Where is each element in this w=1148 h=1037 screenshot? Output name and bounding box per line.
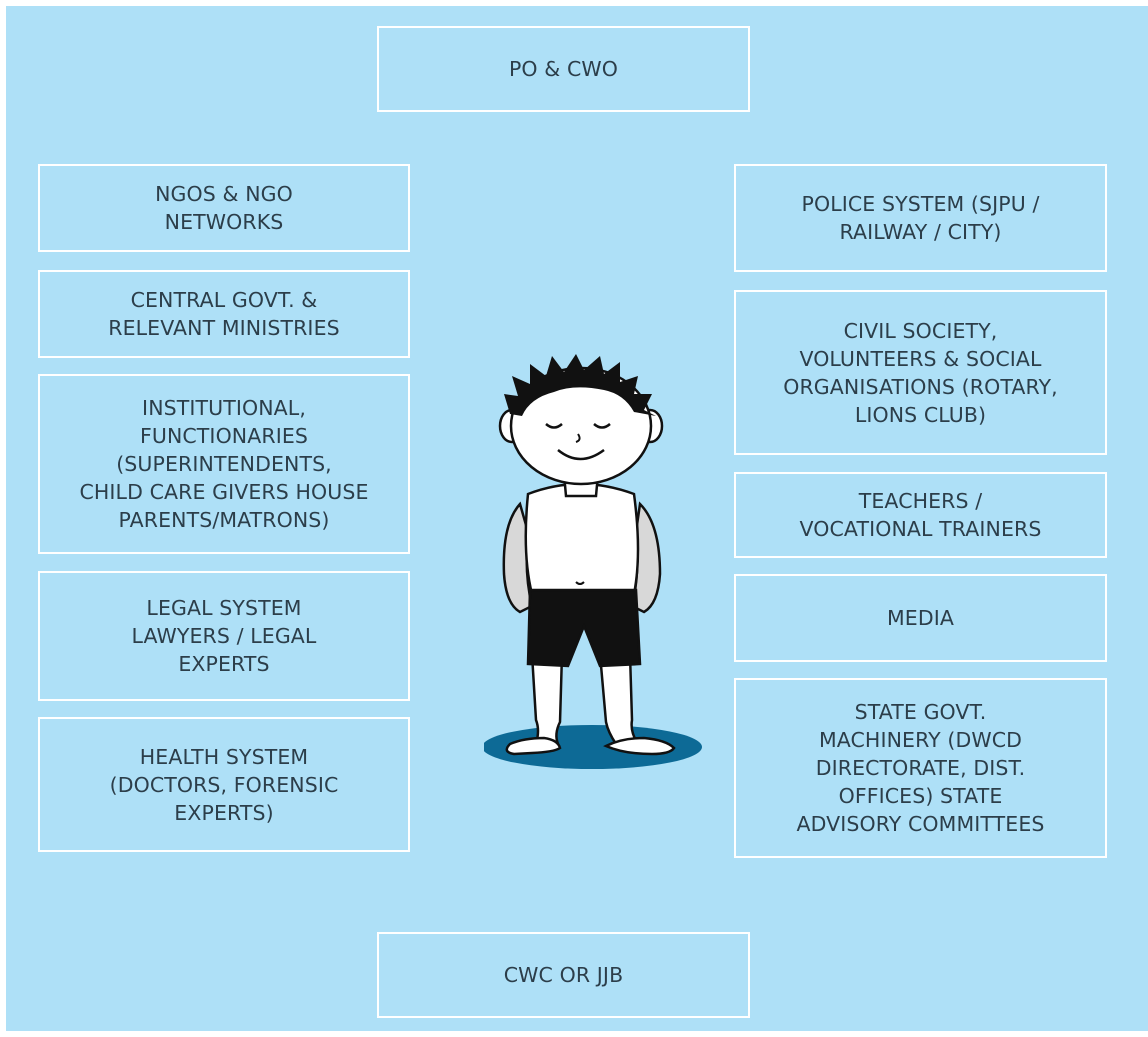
box-institutional-line-3: (SUPERINTENDENTS, bbox=[116, 452, 332, 476]
box-teachers-line-1: TEACHERS / bbox=[858, 489, 983, 513]
box-ngos-line-1: NGOS & NGO bbox=[155, 182, 293, 206]
box-ngos-line-2: NETWORKS bbox=[164, 210, 284, 234]
box-state-govt-line-4: OFFICES) STATE bbox=[838, 784, 1003, 808]
box-state-govt-text: STATE GOVT. MACHINERY (DWCD DIRECTORATE,… bbox=[796, 698, 1044, 838]
box-po-cwo: PO & CWO bbox=[377, 26, 750, 112]
box-health-text: HEALTH SYSTEM (DOCTORS, FORENSIC EXPERTS… bbox=[110, 743, 339, 827]
diagram-canvas: PO & CWO CWC OR JJB NGOS & NGO NETWORKS … bbox=[6, 6, 1148, 1031]
box-media-label: MEDIA bbox=[887, 606, 954, 630]
box-state-govt-line-2: MACHINERY (DWCD bbox=[818, 728, 1023, 752]
box-cwc-jjb-label: CWC OR JJB bbox=[503, 963, 624, 987]
left-foot bbox=[505, 736, 562, 756]
box-cwc-jjb: CWC OR JJB bbox=[377, 932, 750, 1018]
box-health-line-3: EXPERTS) bbox=[174, 800, 274, 825]
box-state-govt-line-1: STATE GOVT. bbox=[854, 700, 987, 724]
box-ngos: NGOS & NGO NETWORKS bbox=[38, 164, 410, 252]
box-police: POLICE SYSTEM (SJPU / RAILWAY / CITY) bbox=[734, 164, 1107, 272]
box-central-govt: CENTRAL GOVT. & RELEVANT MINISTRIES bbox=[38, 270, 410, 358]
shorts bbox=[526, 588, 642, 668]
belly-button bbox=[575, 581, 585, 585]
child-illustration bbox=[484, 354, 702, 769]
box-civil-society-line-3: ORGANISATIONS (ROTARY, bbox=[783, 374, 1058, 399]
box-state-govt-line-3: DIRECTORATE, DIST. bbox=[815, 756, 1026, 780]
box-teachers-text: TEACHERS / VOCATIONAL TRAINERS bbox=[800, 487, 1042, 543]
box-central-govt-text: CENTRAL GOVT. & RELEVANT MINISTRIES bbox=[108, 286, 339, 342]
box-state-govt-line-5: ADVISORY COMMITTEES bbox=[796, 812, 1045, 836]
right-eye bbox=[593, 423, 611, 429]
box-institutional-line-2: FUNCTIONARIES bbox=[139, 424, 309, 448]
box-legal-line-3: EXPERTS bbox=[178, 652, 270, 676]
box-legal-text: LEGAL SYSTEM LAWYERS / LEGAL EXPERTS bbox=[132, 594, 317, 678]
box-po-cwo-label: PO & CWO bbox=[508, 57, 619, 81]
box-health-line-1: HEALTH SYSTEM bbox=[139, 744, 309, 769]
box-institutional: INSTITUTIONAL, FUNCTIONARIES (SUPERINTEN… bbox=[38, 374, 410, 554]
box-police-line-1: POLICE SYSTEM (SJPU / bbox=[801, 192, 1040, 216]
box-teachers: TEACHERS / VOCATIONAL TRAINERS bbox=[734, 472, 1107, 558]
box-health-line-2: (DOCTORS, FORENSIC bbox=[109, 772, 339, 797]
box-police-line-2: RAILWAY / CITY) bbox=[839, 220, 1002, 244]
box-media: MEDIA bbox=[734, 574, 1107, 662]
box-civil-society: CIVIL SOCIETY, VOLUNTEERS & SOCIAL ORGAN… bbox=[734, 290, 1107, 455]
box-institutional-text: INSTITUTIONAL, FUNCTIONARIES (SUPERINTEN… bbox=[79, 394, 368, 534]
torso bbox=[524, 482, 640, 596]
box-civil-society-text: CIVIL SOCIETY, VOLUNTEERS & SOCIAL ORGAN… bbox=[783, 317, 1058, 429]
box-state-govt: STATE GOVT. MACHINERY (DWCD DIRECTORATE,… bbox=[734, 678, 1107, 858]
box-ngos-text: NGOS & NGO NETWORKS bbox=[155, 180, 293, 236]
box-legal-line-2: LAWYERS / LEGAL bbox=[131, 624, 317, 648]
left-eye bbox=[545, 423, 563, 429]
box-police-text: POLICE SYSTEM (SJPU / RAILWAY / CITY) bbox=[802, 190, 1040, 246]
box-institutional-line-1: INSTITUTIONAL, bbox=[142, 396, 306, 420]
box-institutional-line-5: PARENTS/MATRONS) bbox=[118, 508, 330, 532]
nose bbox=[575, 433, 581, 443]
box-central-govt-line-2: RELEVANT MINISTRIES bbox=[108, 316, 340, 340]
box-civil-society-line-2: VOLUNTEERS & SOCIAL bbox=[799, 346, 1042, 371]
box-teachers-line-2: VOCATIONAL TRAINERS bbox=[799, 517, 1042, 541]
box-civil-society-line-4: LIONS CLUB) bbox=[854, 402, 987, 427]
hair bbox=[504, 354, 656, 416]
right-foot bbox=[603, 736, 676, 756]
box-central-govt-line-1: CENTRAL GOVT. & bbox=[130, 288, 318, 312]
box-health: HEALTH SYSTEM (DOCTORS, FORENSIC EXPERTS… bbox=[38, 717, 410, 852]
box-legal-line-1: LEGAL SYSTEM bbox=[146, 596, 302, 620]
box-civil-society-line-1: CIVIL SOCIETY, bbox=[843, 318, 998, 343]
smile bbox=[557, 448, 605, 461]
box-legal: LEGAL SYSTEM LAWYERS / LEGAL EXPERTS bbox=[38, 571, 410, 701]
box-institutional-line-4: CHILD CARE GIVERS HOUSE bbox=[79, 480, 369, 504]
